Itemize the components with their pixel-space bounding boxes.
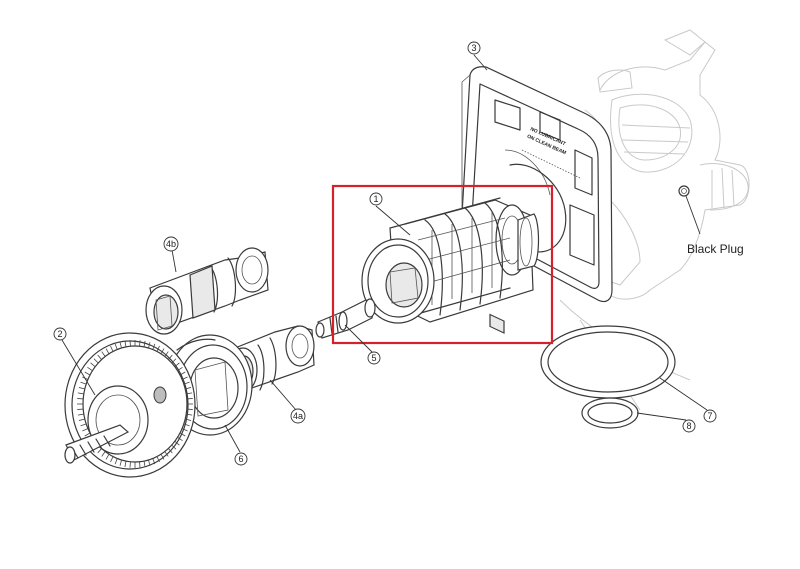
callout-4b: 4b bbox=[163, 236, 179, 252]
callout-6-label: 6 bbox=[238, 454, 243, 464]
gear-tooth bbox=[164, 351, 169, 357]
gear-tooth bbox=[186, 408, 193, 410]
part-8-small-o-ring bbox=[581, 397, 639, 429]
gear-tooth bbox=[139, 340, 141, 347]
part-2-drive-gear bbox=[64, 332, 196, 478]
gear-tooth bbox=[148, 342, 151, 349]
gear-tooth bbox=[186, 398, 193, 400]
gear-tooth bbox=[119, 459, 122, 466]
gear-tooth bbox=[139, 461, 141, 468]
callout-4b-label: 4b bbox=[166, 239, 176, 249]
gear-tooth bbox=[168, 448, 173, 454]
callout-3: 3 bbox=[467, 41, 481, 55]
part-1-spacer-stack bbox=[361, 197, 540, 324]
gear-tooth bbox=[148, 459, 151, 466]
gear-tooth bbox=[101, 451, 106, 457]
gear-tooth bbox=[186, 392, 193, 395]
gear-tooth bbox=[77, 408, 84, 410]
gear-tooth bbox=[105, 454, 110, 460]
gear-tooth bbox=[156, 456, 160, 463]
callout-4a: 4a bbox=[290, 408, 306, 424]
callout-1-label: 1 bbox=[373, 194, 378, 204]
gear-tooth bbox=[84, 371, 91, 376]
gear-tooth bbox=[152, 343, 156, 350]
callout-4a-label: 4a bbox=[293, 411, 303, 421]
callout-2-label: 2 bbox=[57, 329, 62, 339]
gear-tooth bbox=[174, 440, 180, 446]
gear-tooth bbox=[164, 451, 169, 457]
callout-7: 7 bbox=[703, 409, 717, 423]
gear-tooth bbox=[97, 354, 102, 360]
callout-2: 2 bbox=[53, 327, 67, 341]
gear-tooth bbox=[179, 371, 186, 376]
gear-tooth bbox=[77, 413, 84, 416]
gear-tooth bbox=[177, 436, 183, 442]
callout-8: 8 bbox=[682, 419, 696, 433]
callout-7-label: 7 bbox=[707, 411, 712, 421]
gear-tooth bbox=[183, 381, 190, 385]
gear-tooth bbox=[143, 461, 146, 468]
gear-tooth bbox=[185, 418, 192, 421]
gear-tooth bbox=[80, 423, 87, 427]
gear-tooth bbox=[124, 340, 127, 347]
gear-tooth bbox=[84, 432, 91, 437]
gear-tooth bbox=[160, 348, 165, 354]
gear-tooth bbox=[97, 448, 102, 454]
gear-tooth bbox=[143, 340, 146, 347]
black-plug-icon bbox=[678, 185, 690, 197]
gear-tooth bbox=[110, 456, 114, 463]
part-7-large-o-ring bbox=[540, 325, 676, 399]
gear-tooth bbox=[177, 366, 183, 372]
gear-tooth bbox=[114, 343, 118, 350]
part-5-piston-rod bbox=[315, 298, 376, 339]
callout-3-label: 3 bbox=[471, 43, 476, 53]
callout-5: 5 bbox=[367, 351, 381, 365]
callout-8-label: 8 bbox=[686, 421, 691, 431]
gear-tooth bbox=[168, 354, 173, 360]
gear-tooth bbox=[110, 345, 114, 352]
gear-tooth bbox=[185, 387, 192, 390]
gear-tooth bbox=[181, 376, 188, 380]
leader-lines bbox=[61, 54, 708, 453]
gear-tooth bbox=[174, 362, 180, 368]
gear-tooth bbox=[160, 454, 165, 460]
gear-teeth bbox=[77, 340, 193, 468]
black-plug-label: Black Plug bbox=[687, 242, 744, 256]
gear-tooth bbox=[77, 398, 84, 400]
gear-tooth bbox=[156, 345, 160, 352]
gear-tooth bbox=[124, 461, 127, 468]
gear-tooth bbox=[119, 342, 122, 349]
gear-tooth bbox=[181, 428, 188, 432]
gear-tooth bbox=[101, 351, 106, 357]
gear-tooth bbox=[183, 423, 190, 427]
part-4b-end-plug bbox=[145, 247, 269, 335]
gear-tooth bbox=[80, 381, 87, 385]
gear-tooth bbox=[82, 428, 89, 432]
callout-6: 6 bbox=[234, 452, 248, 466]
gear-tooth bbox=[78, 418, 85, 421]
gear-tooth bbox=[105, 348, 110, 354]
gear-tooth bbox=[77, 392, 84, 395]
callout-5-label: 5 bbox=[371, 353, 376, 363]
gear-tooth bbox=[171, 444, 177, 450]
gear-tooth bbox=[179, 432, 186, 437]
gear-tooth bbox=[152, 458, 156, 465]
gear-tooth bbox=[129, 461, 131, 468]
gear-tooth bbox=[87, 366, 93, 372]
gear-tooth bbox=[186, 413, 193, 416]
highlight-box bbox=[331, 184, 554, 345]
callout-1: 1 bbox=[369, 192, 383, 206]
gear-tooth bbox=[114, 458, 118, 465]
gear-tooth bbox=[129, 340, 131, 347]
gear-tooth bbox=[93, 358, 99, 364]
gear-tooth bbox=[171, 358, 177, 364]
gear-tooth bbox=[90, 362, 96, 368]
gear-tooth bbox=[78, 387, 85, 390]
